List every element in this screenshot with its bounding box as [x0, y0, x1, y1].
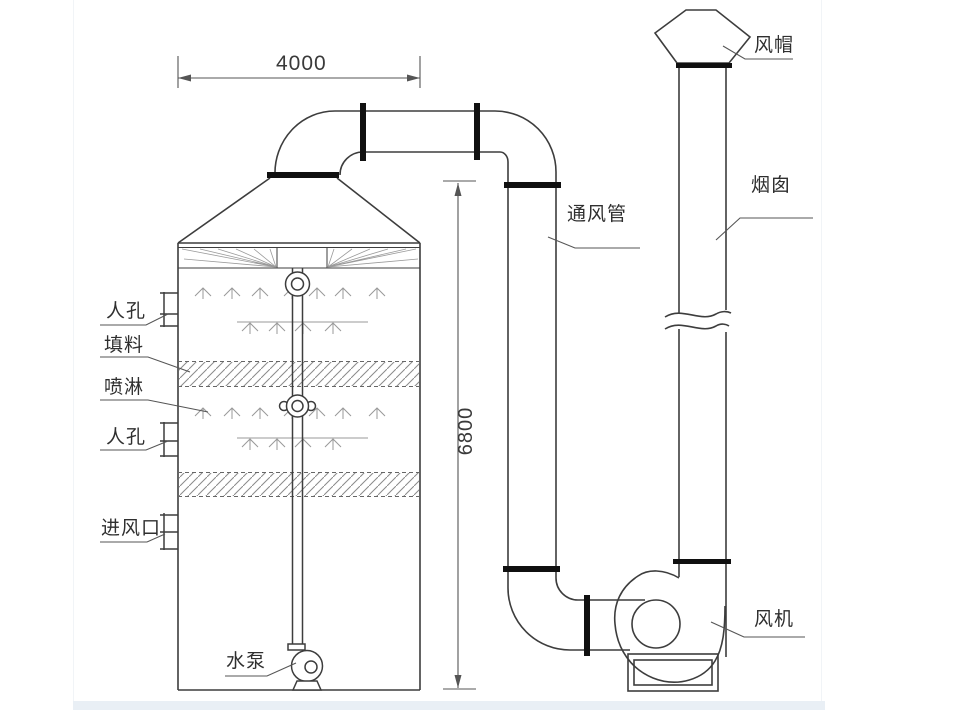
label-spray: 喷淋	[104, 377, 145, 398]
label-manhole-upper: 人孔	[106, 301, 147, 322]
rain-cap	[653, 9, 752, 64]
label-manhole-lower: 人孔	[106, 427, 147, 448]
chimney-pipe	[664, 68, 732, 559]
center-pipe	[278, 268, 317, 645]
demister-lines	[181, 248, 419, 268]
content-right-edge	[821, 0, 822, 710]
label-air-inlet: 进风口	[101, 518, 162, 539]
label-fan: 风机	[754, 609, 795, 630]
label-water-pump: 水泵	[226, 651, 267, 672]
footer-band	[73, 701, 825, 710]
dimension-width	[177, 56, 421, 88]
leader-lines	[100, 45, 813, 677]
label-vent-duct: 通风管	[567, 204, 628, 225]
flanges	[267, 63, 732, 656]
content-left-edge	[73, 0, 74, 710]
fan-symbol	[613, 564, 727, 692]
dimension-height	[443, 180, 476, 690]
packing-beds	[178, 361, 420, 497]
dimension-width-value: 4000	[276, 52, 327, 75]
water-pump-symbol	[287, 643, 324, 691]
dimension-height-value: 6800	[454, 406, 477, 456]
manhole-brackets	[160, 292, 178, 550]
label-chimney: 烟囱	[751, 175, 792, 196]
label-packing: 填料	[104, 335, 145, 356]
label-rain-cap: 风帽	[754, 35, 795, 56]
tower-shell	[177, 177, 421, 691]
